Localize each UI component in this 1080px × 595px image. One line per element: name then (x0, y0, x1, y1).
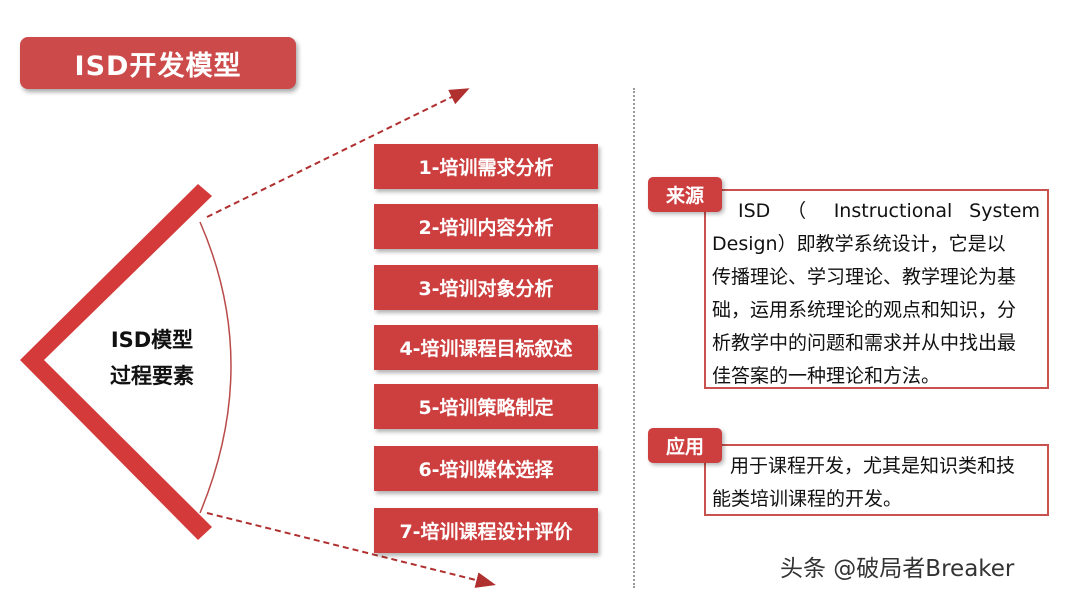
source-text: ISD （ Instructional System Design）即教学系统设… (712, 195, 1040, 393)
watermark: 头条 @破局者Breaker (780, 556, 1015, 582)
application-text: 用于课程开发，尤其是知识类和技 能类培训课程的开发。 (712, 450, 1040, 516)
diagram-title: ISD开发模型 (74, 50, 242, 82)
title-banner: ISD开发模型 (20, 37, 296, 89)
step-box-4: 4-培训课程目标叙述 (374, 325, 598, 370)
step-box-2: 2-培训内容分析 (374, 204, 598, 249)
center-label: ISD模型 过程要素 (92, 322, 212, 394)
application-frame (704, 444, 1049, 516)
source-line-6: 佳答案的一种理论和方法。 (712, 365, 941, 387)
center-label-line1: ISD模型 (110, 328, 194, 352)
source-line-4: 础，运用系统理论的观点和知识，分 (712, 299, 1017, 321)
application-tag: 应用 (648, 428, 722, 463)
vertical-divider (633, 88, 635, 588)
step-box-3: 3-培训对象分析 (374, 265, 598, 310)
step-box-7: 7-培训课程设计评价 (374, 508, 598, 553)
top-dashed-arrow (206, 88, 470, 218)
application-line-1: 用于课程开发，尤其是知识类和技 (730, 455, 1016, 477)
source-frame (704, 189, 1049, 389)
source-line-1: ISD （ Instructional System (738, 200, 1040, 222)
source-tag: 来源 (648, 177, 722, 212)
step-box-5: 5-培训策略制定 (374, 384, 598, 429)
application-line-2: 能类培训课程的开发。 (712, 488, 903, 510)
step-box-1: 1-培训需求分析 (374, 144, 598, 189)
bottom-dashed-arrow (206, 512, 496, 588)
source-line-3: 传播理论、学习理论、教学理论为基 (712, 266, 1017, 288)
source-line-5: 析教学中的问题和需求并从中找出最 (712, 332, 1017, 354)
step-box-6: 6-培训媒体选择 (374, 446, 598, 491)
center-label-line2: 过程要素 (110, 364, 194, 388)
scope-arc (199, 221, 232, 514)
source-line-2: Design）即教学系统设计，它是以 (712, 233, 1006, 255)
